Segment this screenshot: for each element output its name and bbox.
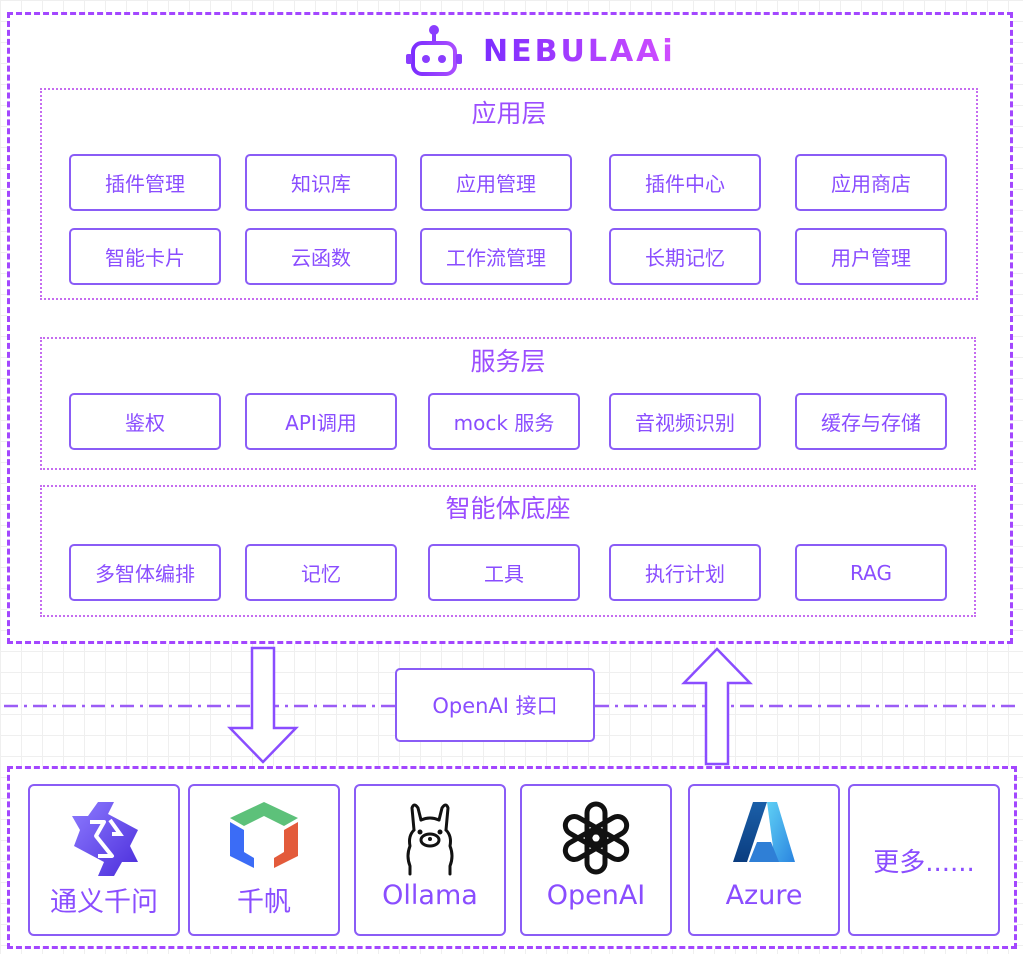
module-button[interactable]: 工具 xyxy=(428,544,580,601)
provider-card-openai[interactable]: OpenAI xyxy=(520,784,672,936)
module-button[interactable]: 执行计划 xyxy=(609,544,761,601)
layer-title: 应用层 xyxy=(471,99,547,128)
provider-card-azure[interactable]: Azure xyxy=(688,784,840,936)
ollama-llama-logo-icon xyxy=(406,803,454,876)
provider-name: OpenAI xyxy=(546,880,646,911)
agent-base-layer: 智能体底座 多智体编排 记忆 工具 执行计划 RAG xyxy=(40,485,976,617)
arrow-up-icon xyxy=(681,647,753,766)
layer-title: 服务层 xyxy=(470,347,546,376)
provider-card-ollama[interactable]: Ollama xyxy=(354,784,506,936)
module-button[interactable]: 插件管理 xyxy=(69,154,221,211)
application-layer: 应用层 插件管理 知识库 应用管理 插件中心 应用商店 智能卡片 云函数 工作流… xyxy=(40,88,978,300)
module-button[interactable]: 智能卡片 xyxy=(69,228,221,285)
qianfan-logo-icon xyxy=(230,802,298,868)
module-button[interactable]: 多智体编排 xyxy=(69,544,221,601)
provider-card-tongyi[interactable]: 通义千问 xyxy=(28,784,180,936)
azure-logo-icon xyxy=(733,802,795,862)
module-button[interactable]: 应用商店 xyxy=(795,154,947,211)
module-button[interactable]: 记忆 xyxy=(245,544,397,601)
openai-logo-icon xyxy=(562,801,630,875)
openai-interface-box[interactable]: OpenAI 接口 xyxy=(395,668,595,742)
module-button[interactable]: 工作流管理 xyxy=(420,228,572,285)
module-button[interactable]: 缓存与存储 xyxy=(795,393,947,450)
module-button[interactable]: API调用 xyxy=(245,393,397,450)
provider-name: Ollama xyxy=(382,880,478,911)
provider-card-more[interactable]: 更多...... xyxy=(848,784,1000,936)
tongyi-qianwen-logo-icon xyxy=(72,802,138,876)
module-button[interactable]: 应用管理 xyxy=(420,154,572,211)
interface-boundary-line xyxy=(4,704,1020,708)
provider-name: 更多...... xyxy=(873,847,975,878)
brand-name: NEBULAAi xyxy=(483,33,676,69)
provider-name: Azure xyxy=(725,880,803,911)
model-providers-container: 通义千问 千帆 xyxy=(7,766,1017,949)
module-button[interactable]: RAG xyxy=(795,544,947,601)
module-button[interactable]: 云函数 xyxy=(245,228,397,285)
brand-logo: NEBULAAi xyxy=(405,24,676,78)
module-button[interactable]: 知识库 xyxy=(245,154,397,211)
module-button[interactable]: 鉴权 xyxy=(69,393,221,450)
arrow-down-icon xyxy=(227,646,299,764)
service-layer: 服务层 鉴权 API调用 mock 服务 音视频识别 缓存与存储 xyxy=(40,337,976,470)
robot-icon xyxy=(406,25,462,76)
provider-name: 通义千问 xyxy=(50,887,158,918)
module-button[interactable]: 用户管理 xyxy=(795,228,947,285)
module-button[interactable]: 插件中心 xyxy=(609,154,761,211)
module-button[interactable]: mock 服务 xyxy=(428,393,580,450)
provider-card-qianfan[interactable]: 千帆 xyxy=(188,784,340,936)
module-button[interactable]: 长期记忆 xyxy=(609,228,761,285)
layer-title: 智能体底座 xyxy=(445,494,571,523)
module-button[interactable]: 音视频识别 xyxy=(609,393,761,450)
provider-name: 千帆 xyxy=(237,887,291,918)
